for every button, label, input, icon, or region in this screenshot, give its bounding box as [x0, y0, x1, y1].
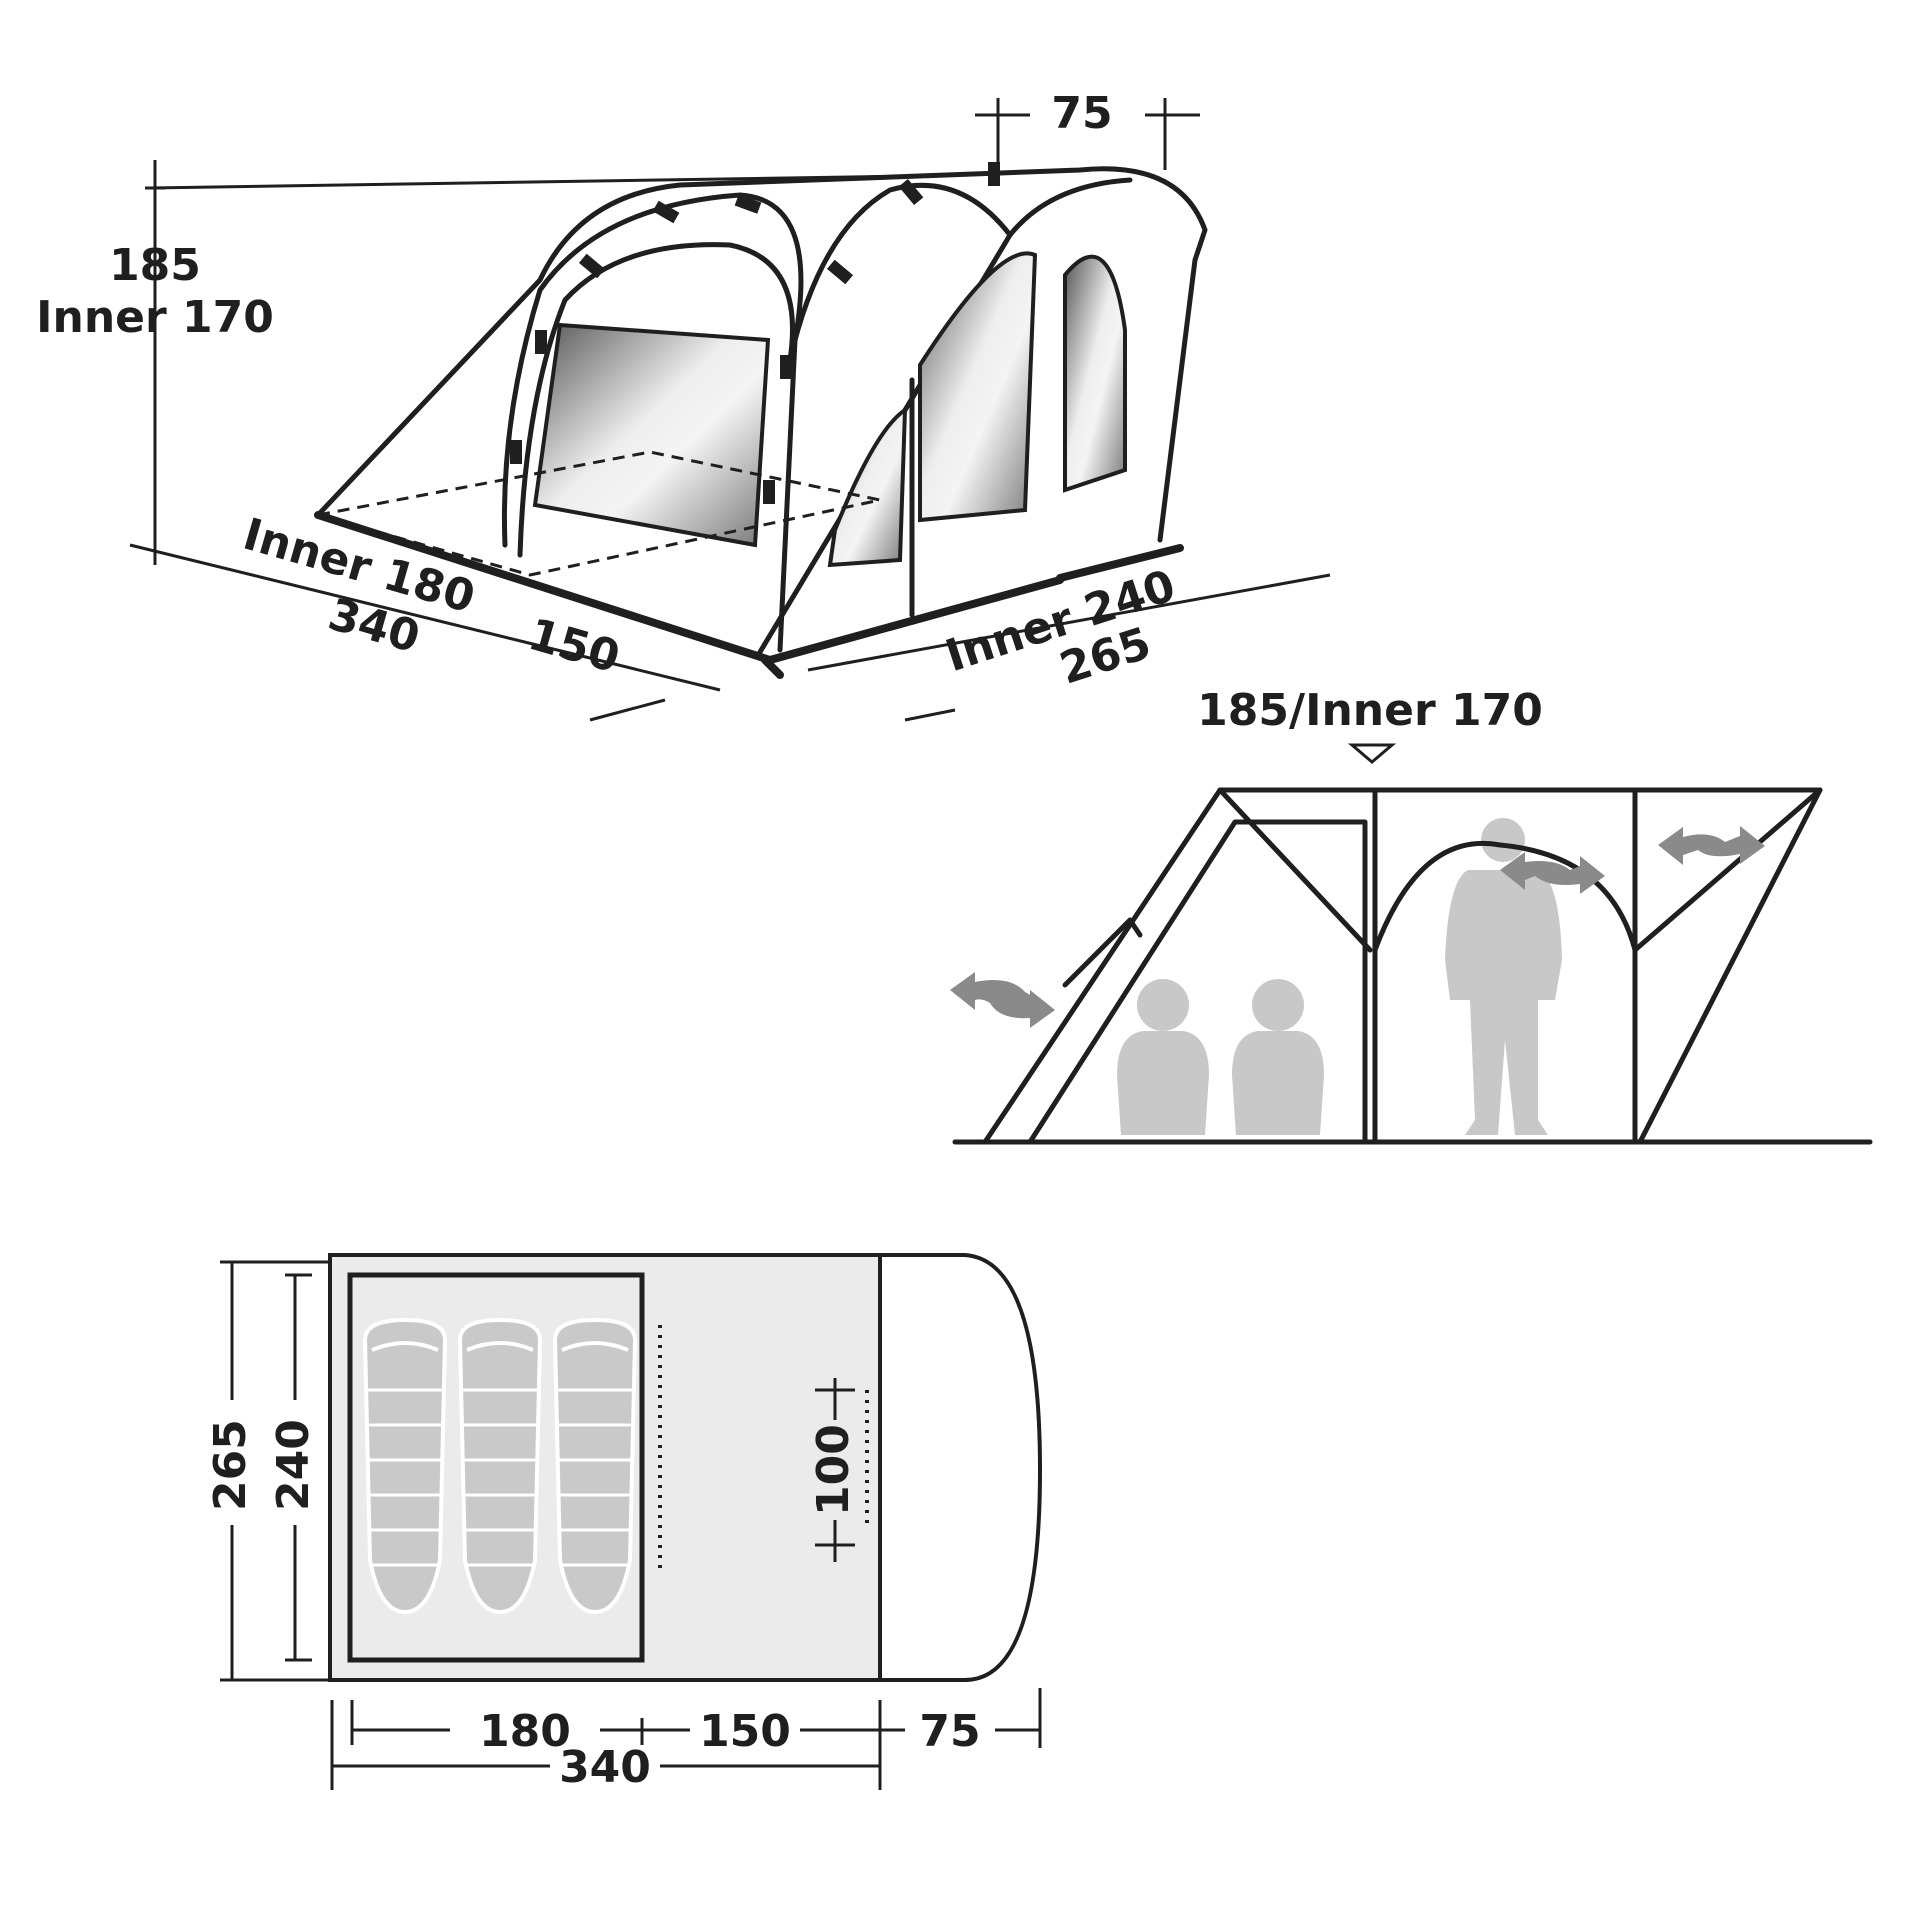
side-front-inner	[1027, 819, 1368, 1145]
ground-left-edge	[314, 511, 774, 664]
door-window	[827, 406, 908, 568]
label-plan-180: 180	[479, 1706, 571, 1757]
side-window-left	[918, 251, 1038, 523]
label-plan-265: 265	[205, 1419, 256, 1511]
label-porch-150: 150	[523, 609, 625, 683]
floor-plan: 265 240 100 180 150 75 340	[205, 1253, 1043, 1793]
label-top-75: 75	[1051, 88, 1112, 139]
peak-marker-icon	[1347, 743, 1397, 764]
canopy-outline	[880, 1253, 1043, 1682]
ground-right-rear	[1056, 544, 1184, 582]
guy-line	[149, 174, 913, 190]
standing-person	[1445, 818, 1562, 1135]
dim-left-tick	[589, 698, 666, 722]
sitting-person-1	[1117, 979, 1209, 1135]
pole-clips	[510, 162, 1000, 504]
dim-right-base-265	[807, 573, 1331, 672]
tent-rear-body	[315, 166, 1208, 543]
label-plan-75: 75	[919, 1706, 980, 1757]
side-vent-flap	[1062, 917, 1143, 988]
label-height-inner-170: Inner 170	[36, 292, 274, 343]
inner-floor-dashed	[317, 450, 881, 577]
vent-arrow-mid-icon	[1500, 852, 1605, 894]
sleeping-bags	[362, 1317, 637, 1615]
rear-arch	[787, 182, 1013, 363]
side-window-right	[1063, 254, 1127, 493]
label-plan-100: 100	[808, 1424, 859, 1516]
label-plan-150: 150	[699, 1706, 791, 1757]
people-silhouettes	[1117, 818, 1562, 1135]
label-plan-340: 340	[559, 1742, 651, 1793]
sleeping-bag-2	[458, 1318, 542, 1614]
sleeping-bag-3	[553, 1318, 637, 1614]
dim-right-tick	[904, 708, 956, 722]
perspective-view: 185 Inner 170 75 Inner 180 340 150 Inner…	[36, 88, 1331, 722]
label-side-height: 185/Inner 170	[1197, 685, 1543, 736]
dim-left-base-340	[129, 543, 721, 692]
front-window	[532, 322, 771, 548]
ground-corner-peg	[761, 656, 784, 679]
side-v-strut-right	[1632, 787, 1823, 953]
side-front-outer	[982, 787, 1823, 1145]
vent-arrow-left-icon	[950, 972, 1055, 1028]
inner-tent-outline	[347, 1272, 645, 1663]
front-arch-inner	[517, 242, 795, 558]
sleeping-bag-1	[362, 1317, 448, 1615]
sitting-person-2	[1232, 979, 1324, 1135]
side-view: 185/Inner 170	[950, 685, 1873, 1145]
label-height-185: 185	[109, 240, 201, 291]
label-plan-240: 240	[268, 1419, 319, 1511]
vent-arrow-right-icon	[1658, 826, 1765, 865]
tent-side-wall	[757, 177, 1133, 655]
side-arch	[1372, 840, 1638, 953]
front-arch-outer	[501, 192, 804, 653]
ground-right-edge	[766, 576, 1064, 664]
side-v-strut-left	[1217, 787, 1373, 953]
ventilation-arrows	[950, 826, 1765, 1028]
